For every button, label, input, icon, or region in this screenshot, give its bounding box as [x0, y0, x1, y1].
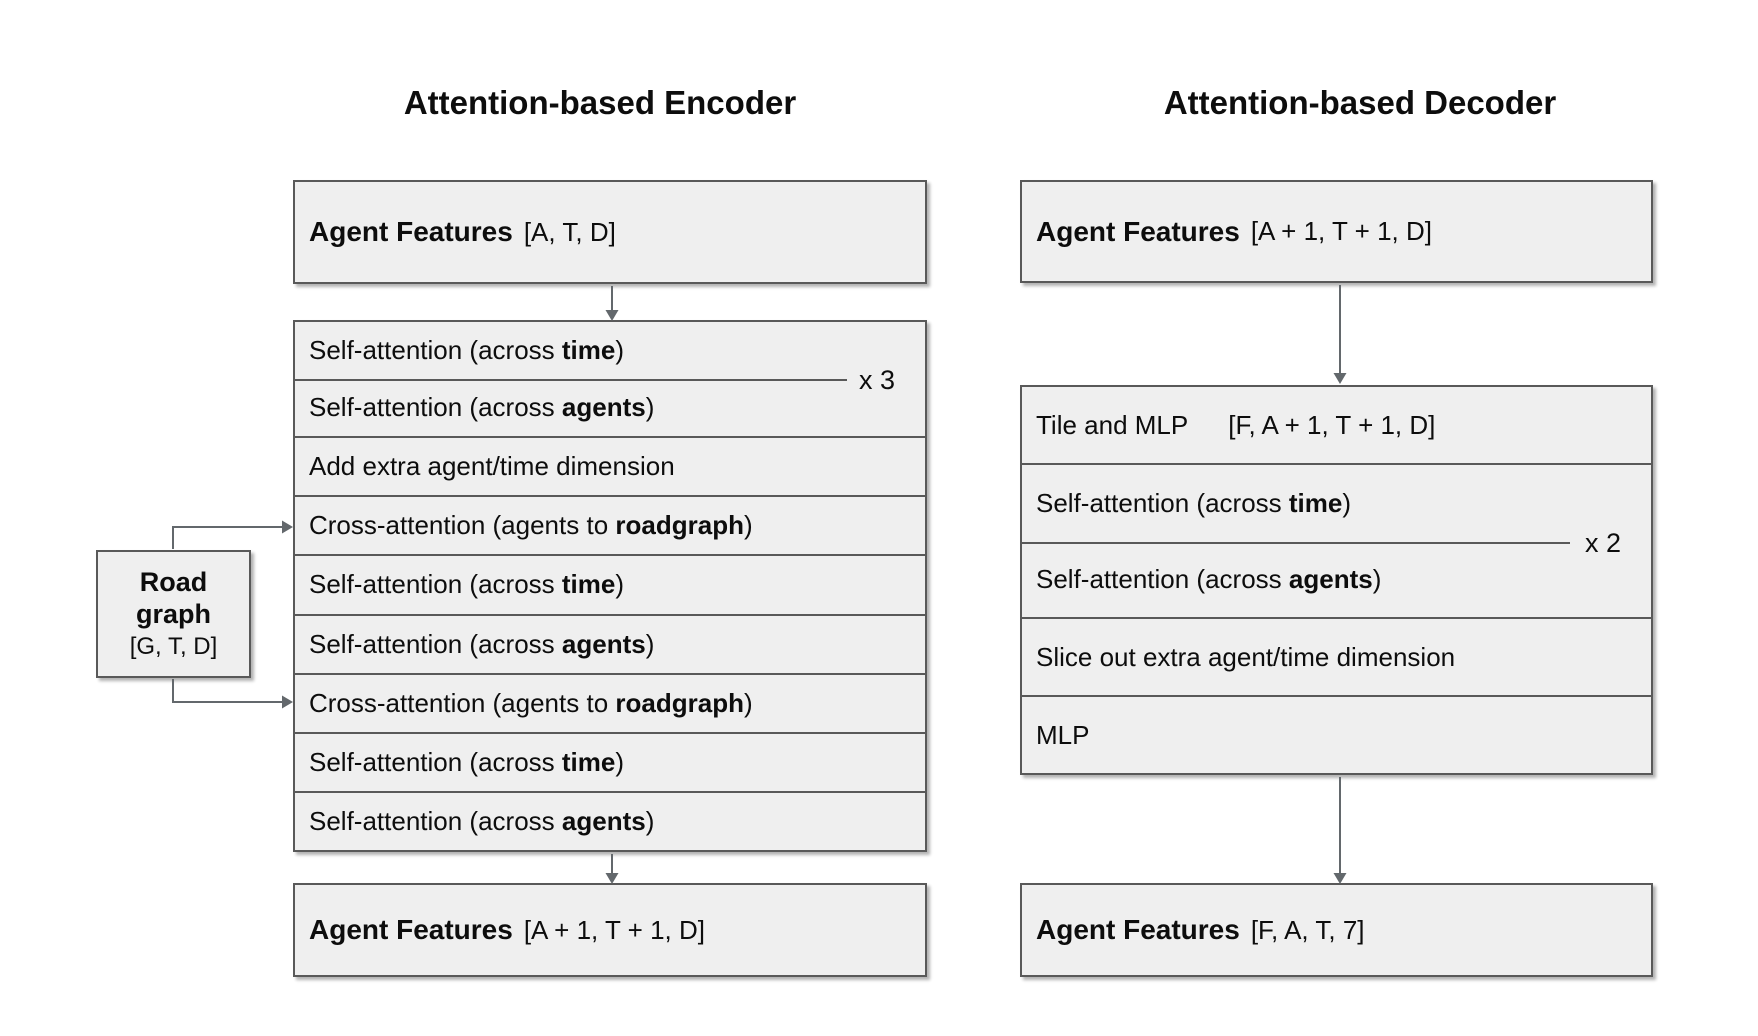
decoder-repeat-divider-line: [1022, 542, 1570, 544]
layer-text: ): [645, 392, 655, 423]
layer-text: Self-attention (across: [1036, 487, 1289, 518]
encoder-repeat-divider-line: [295, 379, 847, 381]
decoder-repeat-label: x 2: [1585, 528, 1622, 558]
layer-text: Self-attention (across: [309, 392, 562, 423]
encoder-input-box: Agent Features [A, T, D]: [293, 180, 927, 284]
layer-text: Add extra agent/time dimension: [309, 451, 675, 482]
encoder-input-dims: [A, T, D]: [523, 216, 616, 247]
layer-text-bold: roadgraph: [615, 687, 744, 718]
layer-text: ): [615, 746, 625, 777]
encoder-layer-4-cross-attention-roadgraph: Cross-attention (agents to roadgraph): [295, 495, 925, 554]
layer-text-bold: agents: [561, 805, 646, 836]
encoder-layer-6-self-attention-agents: Self-attention (across agents): [295, 613, 925, 673]
layer-text-bold: agents: [1288, 563, 1373, 594]
arrow-roadgraph-to-cross-attention-2: [172, 679, 283, 703]
decoder-layer-3-self-attention-agents: Self-attention (across agents): [1022, 541, 1651, 617]
layer-text: Self-attention (across: [309, 746, 562, 777]
roadgraph-title-line1: Road: [139, 567, 208, 598]
encoder-layer-2-self-attention-agents: Self-attention (across agents): [295, 379, 925, 436]
decoder-layer-5-mlp: MLP: [1022, 695, 1651, 773]
encoder-output-dims: [A + 1, T + 1, D]: [523, 914, 705, 945]
layer-text: ): [645, 805, 655, 836]
encoder-layer-3-add-extra-dimension: Add extra agent/time dimension: [295, 436, 925, 495]
arrow-roadgraph-to-cross-attention-1: [172, 526, 283, 549]
decoder-layer-stack: Tile and MLP [F, A + 1, T + 1, D] Self-at…: [1020, 385, 1653, 775]
roadgraph-box: Road graph [G, T, D]: [96, 550, 251, 678]
decoder-tile-mlp-dims: [F, A + 1, T + 1, D]: [1228, 409, 1436, 440]
layer-text: Cross-attention (agents to: [309, 510, 616, 541]
decoder-output-dims: [F, A, T, 7]: [1250, 914, 1365, 945]
roadgraph-dims: [G, T, D]: [129, 632, 218, 660]
arrowhead-down-icon: [1333, 373, 1347, 384]
decoder-output-label: Agent Features: [1036, 914, 1240, 945]
encoder-output-label: Agent Features: [309, 914, 513, 945]
layer-text: Self-attention (across: [1036, 563, 1289, 594]
layer-text-bold: time: [1288, 487, 1343, 518]
layer-text-bold: time: [561, 746, 616, 777]
encoder-layer-5-self-attention-time: Self-attention (across time): [295, 554, 925, 613]
layer-text-bold: roadgraph: [615, 510, 744, 541]
layer-text: ): [645, 628, 655, 659]
layer-text: Self-attention (across: [309, 335, 562, 366]
decoder-layer-2-self-attention-time: Self-attention (across time): [1022, 463, 1651, 541]
encoder-layer-7-cross-attention-roadgraph: Cross-attention (agents to roadgraph): [295, 672, 925, 732]
layer-text-bold: time: [561, 335, 616, 366]
layer-text: Self-attention (across: [309, 805, 562, 836]
decoder-input-dims: [A + 1, T + 1, D]: [1250, 216, 1432, 246]
layer-text: Cross-attention (agents to: [309, 687, 616, 718]
layer-text: Tile and MLP: [1036, 409, 1189, 440]
decoder-output-box: Agent Features [F, A, T, 7]: [1020, 883, 1653, 977]
decoder-input-label: Agent Features: [1036, 215, 1240, 247]
layer-text: ): [743, 510, 753, 541]
layer-text-bold: agents: [561, 392, 646, 423]
layer-text: ): [1342, 487, 1352, 518]
layer-text: MLP: [1036, 719, 1090, 750]
layer-text: ): [743, 687, 753, 718]
decoder-input-box: Agent Features [A + 1, T + 1, D]: [1020, 180, 1653, 283]
encoder-output-box: Agent Features [A + 1, T + 1, D]: [293, 883, 927, 977]
encoder-title: Attention-based Encoder: [403, 84, 797, 121]
encoder-layer-1-self-attention-time: Self-attention (across time): [295, 322, 925, 379]
encoder-layer-8-self-attention-time: Self-attention (across time): [295, 731, 925, 791]
layer-text-bold: agents: [561, 628, 646, 659]
layer-text-bold: time: [561, 569, 616, 600]
decoder-title: Attention-based Decoder: [1163, 84, 1557, 121]
decoder-layer-1-tile-and-mlp: Tile and MLP [F, A + 1, T + 1, D]: [1022, 387, 1651, 463]
layer-text: Slice out extra agent/time dimension: [1036, 641, 1456, 672]
arrowhead-right-icon: [282, 520, 293, 534]
arrowhead-right-icon: [282, 695, 293, 709]
encoder-repeat-label: x 3: [859, 365, 896, 395]
layer-text: Self-attention (across: [309, 569, 562, 600]
layer-text: ): [1372, 563, 1382, 594]
layer-text: ): [615, 569, 625, 600]
roadgraph-title-line2: graph: [135, 599, 211, 629]
layer-text: Self-attention (across: [309, 628, 562, 659]
encoder-layer-stack: Self-attention (across time) Self-attent…: [293, 320, 927, 852]
decoder-layer-4-slice-out-dimension: Slice out extra agent/time dimension: [1022, 617, 1651, 695]
encoder-layer-9-self-attention-agents: Self-attention (across agents): [295, 790, 925, 850]
encoder-input-label: Agent Features: [309, 216, 513, 247]
layer-text: ): [615, 335, 625, 366]
